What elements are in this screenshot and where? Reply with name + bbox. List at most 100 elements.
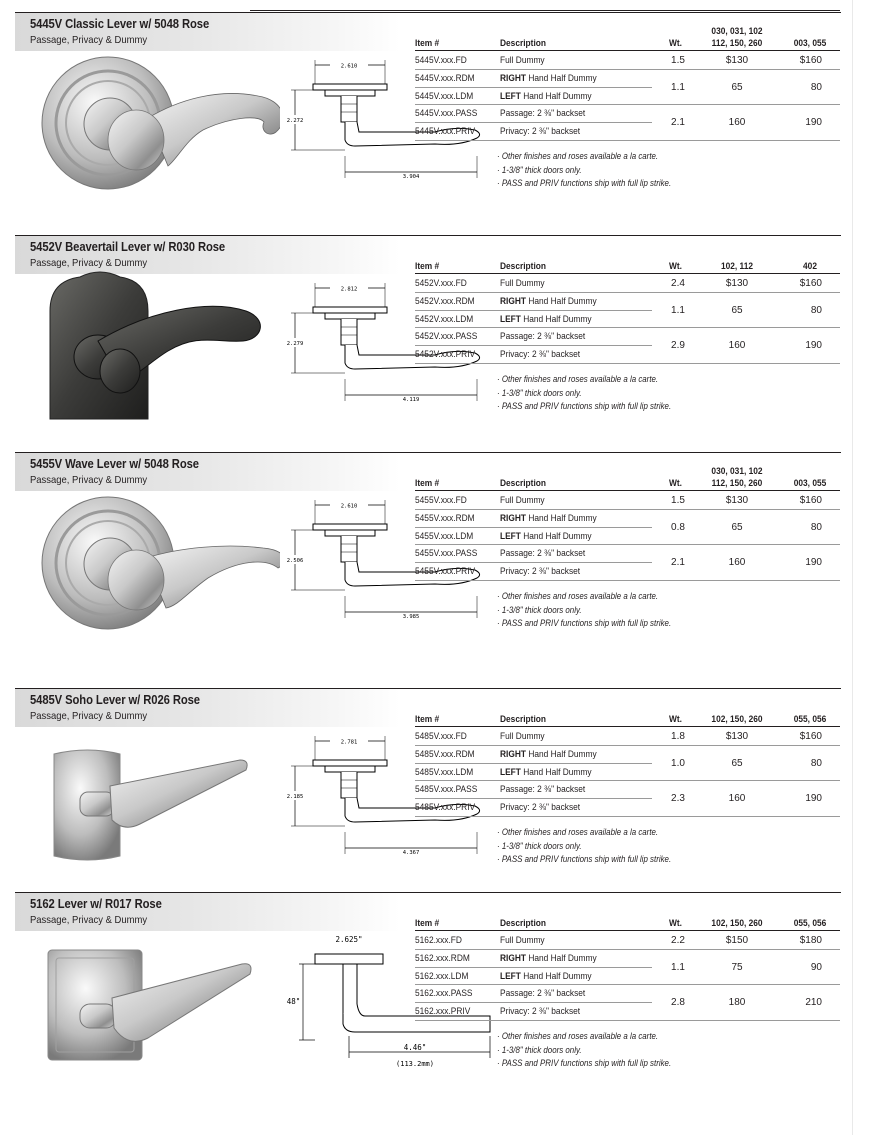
weight-value: 2.2 [671,934,685,946]
description-text: Hand Half Dummy [520,970,592,982]
header-description: Description [500,38,546,49]
product-subtitle: Passage, Privacy & Dummy [30,710,148,722]
item-number: 5455V.xxx.RDM [415,512,475,524]
item-number: 5452V.xxx.FD [415,278,467,289]
item-description: Privacy: 2 ⅜" backset [500,802,580,813]
description-text: Privacy: 2 ⅜" backset [500,126,581,138]
item-number: 5455V.xxx.LDM [415,530,474,542]
note-line: · Other finishes and roses available a l… [497,591,659,601]
row-rule [415,544,840,546]
weight-value: 2.1 [671,557,685,569]
description-text: Privacy: 2 ⅜" backset [500,802,581,814]
row-rule [415,816,840,817]
row-rule [415,984,840,986]
row-rule [415,86,652,88]
header-rule [415,490,840,491]
price-group-2: $160 [799,54,822,66]
note-line: · PASS and PRIV functions ship with full… [497,854,672,864]
price-group-2: 210 [805,997,822,1009]
item-description: Privacy: 2 ⅜" backset [500,1006,580,1017]
row-rule [415,948,840,950]
note-line: · 1-3/8" thick doors only. [497,840,582,851]
row-rule [415,562,652,564]
price-group-1: 160 [728,793,746,805]
item-number: 5445V.xxx.PASS [415,108,478,120]
item-number: 5162.xxx.PASS [415,988,473,1000]
product-subtitle: Passage, Privacy & Dummy [30,34,148,46]
price-group-1: 65 [731,521,743,533]
price-group-2: 190 [805,117,822,129]
header-weight: Wt. [669,478,683,489]
note-line: · PASS and PRIV functions ship with full… [497,401,672,411]
note-line: · 1-3/8" thick doors only. [497,387,582,398]
product-title: 5452V Beavertail Lever w/ R030 Rose [30,240,226,254]
price-group-1: 160 [728,557,746,569]
row-rule [415,508,840,510]
item-number: 5162.xxx.FD [415,935,462,946]
weight-value: 2.9 [671,340,685,352]
header-item: Item # [415,714,440,725]
row-rule [415,140,840,141]
price-group-1: $130 [725,494,749,506]
item-description: Full Dummy [500,935,545,946]
price-group-1: 180 [728,997,746,1009]
product-subtitle: Passage, Privacy & Dummy [30,257,148,269]
product-photo [53,749,248,861]
title-band [15,453,400,491]
header-finish-group-1: 102, 112 [720,261,754,272]
description-text: Hand Half Dummy [526,952,597,964]
header-finish-group-1: 102, 150, 260 [711,714,763,725]
row-rule [415,363,840,364]
item-number: 5485V.xxx.PRIV [415,802,476,814]
dimension-label: 2.812 [341,287,358,293]
header-description: Description [500,918,546,929]
item-number: 5445V.xxx.RDM [415,72,475,84]
item-number: 5452V.xxx.RDM [415,295,475,307]
price-group-2: 80 [810,304,822,316]
description-text: Privacy: 2 ⅜" backset [500,566,581,578]
header-rule [415,930,840,931]
row-rule [415,798,652,800]
dimension-label: 2.610 [341,504,358,510]
dimension-label: 2.781 [341,740,358,746]
header-description: Description [500,714,546,725]
hand-label: LEFT [500,766,521,778]
dimension-label: 2.279 [287,341,304,347]
dimension-label: 4.367 [403,850,420,856]
price-group-1: 65 [731,81,743,93]
description-text: Passage: 2 ⅜" backset [500,784,586,796]
dimension-drawing: 2.781 2.185 4.367 [285,736,481,856]
weight-value: 1.0 [671,757,685,769]
item-description: LEFT Hand Half Dummy [500,971,592,982]
description-text: Hand Half Dummy [526,72,597,84]
product-photo [47,949,252,1061]
weight-value: 1.1 [671,961,685,973]
price-group-2: 190 [805,557,822,569]
price-group-2: 80 [810,521,822,533]
hand-label: RIGHT [500,72,527,84]
item-description: RIGHT Hand Half Dummy [500,749,597,760]
note-line: · 1-3/8" thick doors only. [497,164,582,175]
description-text: Hand Half Dummy [526,512,597,524]
dimension-label: 2.506 [287,558,304,564]
dimension-label: 3.904 [403,174,420,180]
hand-label: LEFT [500,90,521,102]
weight-value: 0.8 [671,521,685,533]
note-line: · PASS and PRIV functions ship with full… [497,178,672,188]
hand-label: RIGHT [500,952,527,964]
description-text: Passage: 2 ⅜" backset [500,548,586,560]
item-description: Privacy: 2 ⅜" backset [500,349,580,360]
item-description: Full Dummy [500,278,545,289]
header-rule [415,50,840,51]
header-finish-group-1: 030, 031, 102 [711,26,763,37]
header-description: Description [500,261,546,272]
price-group-1: $130 [725,54,749,66]
note-line: · PASS and PRIV functions ship with full… [497,1058,672,1068]
product-photo [41,56,280,190]
product-photo [49,271,261,420]
header-description: Description [500,478,546,489]
product-photo [41,496,280,630]
dimension-drawing: 2.610 2.272 3.904 [285,60,481,180]
